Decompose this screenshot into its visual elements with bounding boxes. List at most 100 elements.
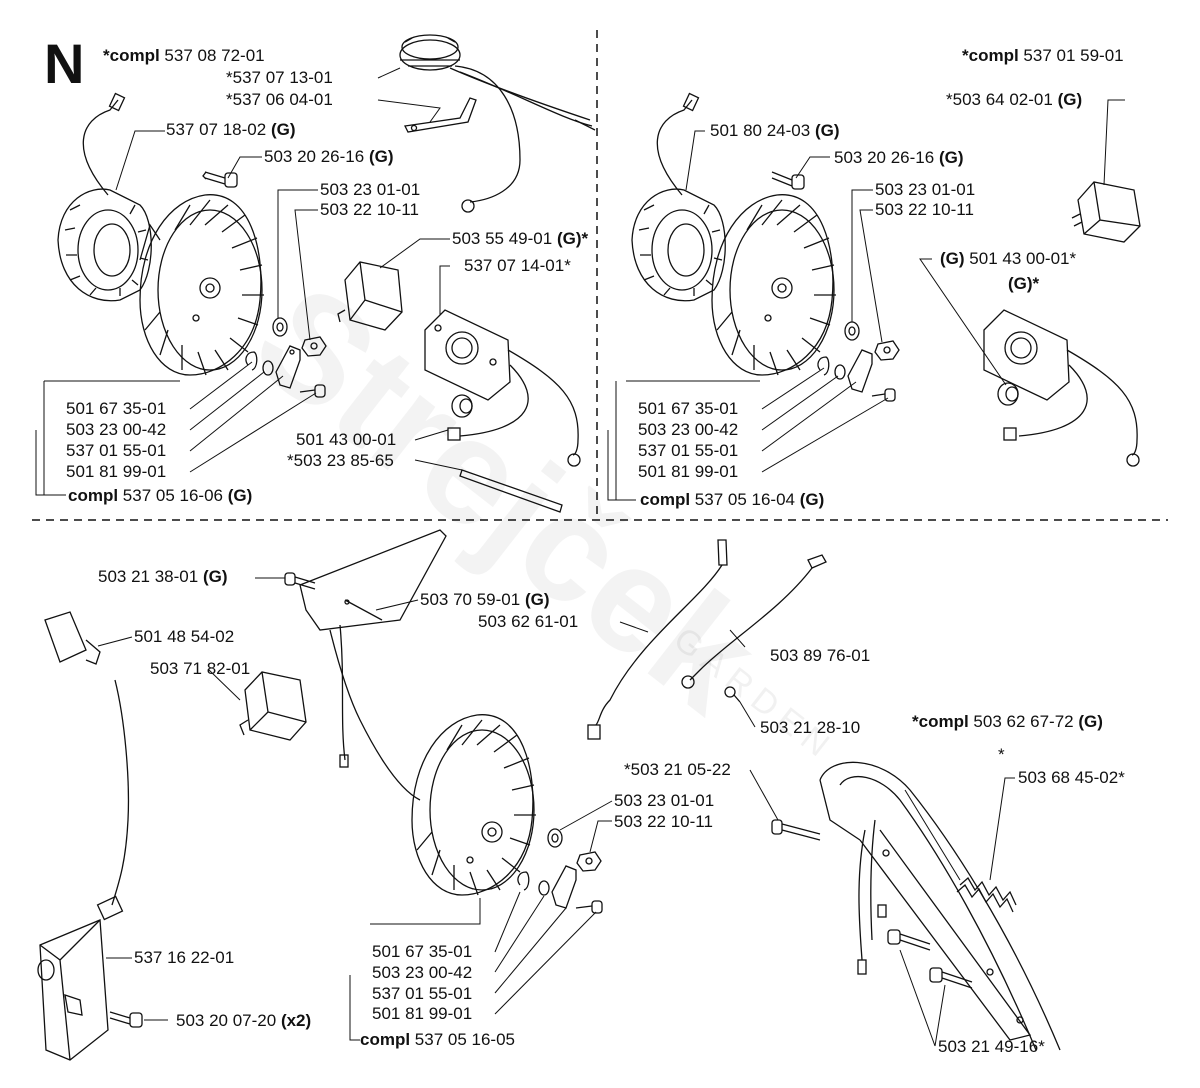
part-label: 537 07 18-02 (G) [166, 120, 295, 140]
part-label: 503 55 49-01 (G)* [452, 229, 588, 249]
part-label: 503 62 61-01 [478, 612, 579, 631]
flywheel-drawing-bottom [411, 714, 536, 896]
bolt-drawing [771, 819, 821, 841]
compl-prefix: *compl [962, 46, 1019, 65]
part-flag: (G) [227, 486, 253, 505]
part-label: 501 80 24-03 (G) [710, 121, 839, 141]
part-flag: (G) [202, 567, 228, 586]
part-number: 537 01 59-01 [1023, 46, 1124, 65]
part-flag: (G) [270, 120, 296, 139]
part-label: 501 67 35-01 [66, 399, 167, 418]
switch-drawing-left [337, 261, 403, 331]
ignition-coil-drawing [399, 34, 596, 213]
part-number: 537 07 18-02 [166, 120, 267, 139]
part-label: 501 81 99-01 [372, 1004, 473, 1023]
wire-b-drawing [681, 554, 827, 689]
handle-drawing [819, 761, 1061, 1051]
part-label: 537 01 55-01 [372, 984, 473, 1003]
part-label: * [998, 745, 1005, 764]
part-label: 501 67 35-01 [638, 399, 739, 418]
part-label: 503 21 49-16* [938, 1037, 1045, 1056]
part-label: 503 23 00-42 [66, 420, 167, 439]
small-parts-drawing-bottom [517, 865, 603, 914]
flywheel-drawing-right [711, 194, 836, 376]
part-label: 501 67 35-01 [372, 942, 473, 961]
part-label: 503 23 01-01 [320, 180, 421, 199]
leader-lines [35, 67, 1125, 1047]
part-label: (G)* [1008, 274, 1039, 294]
part-label: 503 71 82-01 [150, 659, 251, 678]
screw-drawing-left [202, 171, 238, 188]
bracket-drawing [404, 97, 477, 133]
part-label: *537 06 04-01 [226, 90, 333, 109]
part-flag: (G) [1057, 90, 1083, 109]
part-label: 503 22 10-11 [320, 200, 419, 219]
part-qty: (x2) [280, 1011, 312, 1030]
compl-label-tr-bottom: compl 537 05 16-04 (G) [640, 490, 824, 510]
part-label: 537 07 14-01* [464, 256, 571, 275]
part-label: 503 21 38-01 (G) [98, 567, 227, 587]
compl-label-tl: *compl 537 08 72-01 [103, 46, 265, 66]
small-parts-drawing-right [817, 349, 896, 402]
part-label: *503 23 85-65 [287, 451, 394, 470]
flywheel-drawing-left [139, 194, 264, 376]
part-label: 503 68 45-02* [1018, 768, 1125, 787]
part-label: 537 01 55-01 [638, 441, 739, 460]
part-label: 501 81 99-01 [66, 462, 167, 481]
part-flag: (G) [368, 147, 394, 166]
part-label: 537 16 22-01 [134, 948, 235, 967]
part-number: 501 80 24-03 [710, 121, 811, 140]
part-label: 503 89 76-01 [770, 646, 871, 665]
grommet-drawing-right [997, 382, 1019, 406]
switch-drawing-bottom [239, 671, 307, 741]
part-number: 503 62 67-72 [973, 712, 1074, 731]
hose-drawing-left [459, 469, 563, 513]
small-parts-drawing-left [245, 345, 326, 398]
part-number: 537 05 16-04 [694, 490, 795, 509]
spring-drawing [956, 876, 1017, 913]
part-label: (G) 501 43 00-01* [940, 249, 1076, 269]
part-label: 537 01 55-01 [66, 441, 167, 460]
part-label: 503 23 00-42 [638, 420, 739, 439]
section-letter: N [44, 32, 85, 95]
part-number: 537 05 16-06 [122, 486, 223, 505]
part-number: *503 64 02-01 [946, 90, 1053, 109]
coil-screw-drawing [109, 1011, 143, 1028]
part-number: 503 20 07-20 [176, 1011, 277, 1030]
coil-drawing-bottom [37, 895, 124, 1061]
compl-prefix: compl [68, 486, 119, 505]
part-label: 503 22 10-11 [614, 812, 713, 831]
compl-label-tr: *compl 537 01 59-01 [962, 46, 1124, 66]
part-number: 503 20 26-16 [264, 147, 365, 166]
part-label: 503 21 28-10 [760, 718, 861, 737]
wire-a-drawing [587, 539, 728, 740]
part-label: 503 20 26-16 (G) [834, 148, 963, 168]
part-label: 503 23 01-01 [875, 180, 976, 199]
coil-wire-drawing [111, 679, 130, 906]
screw-drawing-right [771, 171, 805, 190]
part-label: 503 20 07-20 (x2) [176, 1011, 311, 1031]
compl-label-tl-bottom: compl 537 05 16-06 (G) [68, 486, 252, 506]
compl-prefix: compl [640, 490, 691, 509]
part-label: 503 22 10-11 [875, 200, 974, 219]
cap-drawing [44, 611, 101, 665]
grommet-drawing-left [451, 394, 473, 418]
part-label: *503 64 02-01 (G) [946, 90, 1082, 110]
part-number: 503 55 49-01 [452, 229, 553, 248]
stator-drawing-right [631, 92, 726, 302]
part-label: 503 23 01-01 [614, 791, 715, 810]
handle-screws-drawing [887, 929, 973, 989]
part-label: 503 70 59-01 (G) [420, 590, 549, 610]
part-flag: (G) [938, 148, 964, 167]
compl-prefix: compl [360, 1030, 411, 1049]
compl-prefix: *compl [103, 46, 160, 65]
screw-ground-drawing [724, 686, 741, 703]
part-flag: (G)* [1008, 274, 1040, 293]
module-drawing-right [983, 309, 1140, 467]
part-flag: (G) [524, 590, 550, 609]
module-drawing-left [424, 309, 581, 467]
part-flag: (G)* [556, 229, 589, 248]
part-number: 503 20 26-16 [834, 148, 935, 167]
part-label: 503 20 26-16 (G) [264, 147, 393, 167]
